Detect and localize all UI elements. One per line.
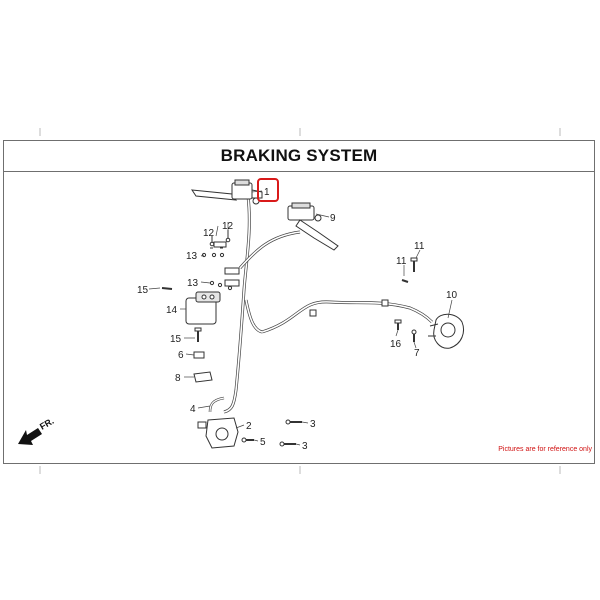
diagram-frame: BRAKING SYSTEM bbox=[3, 140, 595, 464]
callout-13[interactable]: 13 bbox=[187, 278, 199, 289]
abs-modulator bbox=[185, 291, 221, 325]
disclaimer-text: Pictures are for reference only bbox=[498, 446, 592, 453]
bolt-16 bbox=[394, 319, 402, 330]
hose-joint bbox=[213, 241, 240, 287]
clamp-8 bbox=[193, 371, 213, 383]
callout-14[interactable]: 14 bbox=[166, 305, 178, 316]
washer-6 bbox=[193, 351, 205, 359]
callout-2[interactable]: 2 bbox=[246, 421, 252, 432]
bolt-11-upper bbox=[410, 257, 418, 272]
callout-12[interactable]: 12 bbox=[222, 221, 234, 232]
direction-label: FR. bbox=[38, 416, 56, 432]
front-direction-arrow: FR. bbox=[18, 416, 56, 445]
callout-9[interactable]: 9 bbox=[330, 213, 336, 224]
title-bar: BRAKING SYSTEM bbox=[4, 141, 594, 172]
callout-4[interactable]: 4 bbox=[190, 404, 196, 415]
bolt-5 bbox=[241, 437, 254, 443]
screw-7 bbox=[411, 329, 417, 342]
bolt-3-lower bbox=[279, 441, 296, 447]
callout-15[interactable]: 15 bbox=[137, 285, 149, 296]
front-caliper bbox=[197, 417, 239, 449]
bolt-11-lower bbox=[401, 279, 409, 283]
callout-5[interactable]: 5 bbox=[260, 437, 266, 448]
callout-16[interactable]: 16 bbox=[390, 339, 402, 350]
bolt-3-upper bbox=[285, 419, 302, 425]
callout-3[interactable]: 3 bbox=[302, 441, 308, 452]
callout-13[interactable]: 13 bbox=[186, 251, 198, 262]
rear-master-cylinder bbox=[287, 202, 339, 251]
callout-1[interactable]: 1 bbox=[264, 187, 270, 198]
callout-3[interactable]: 3 bbox=[310, 419, 316, 430]
callout-8[interactable]: 8 bbox=[175, 373, 181, 384]
page-title: BRAKING SYSTEM bbox=[220, 146, 378, 165]
callout-11[interactable]: 11 bbox=[414, 241, 425, 252]
callout-10[interactable]: 10 bbox=[446, 290, 458, 301]
callout-12[interactable]: 12 bbox=[203, 228, 215, 239]
brake-hose bbox=[208, 195, 434, 414]
bolt-15-upper bbox=[161, 287, 173, 290]
highlight-box bbox=[257, 178, 279, 202]
callout-15[interactable]: 15 bbox=[170, 334, 182, 345]
callout-11[interactable]: 11 bbox=[396, 256, 407, 267]
callout-6[interactable]: 6 bbox=[178, 350, 184, 361]
front-master-cylinder bbox=[190, 179, 263, 205]
bolt-15-lower bbox=[194, 327, 202, 342]
callout-7[interactable]: 7 bbox=[414, 348, 420, 359]
hose-clip bbox=[309, 299, 389, 317]
rear-caliper bbox=[428, 313, 464, 349]
